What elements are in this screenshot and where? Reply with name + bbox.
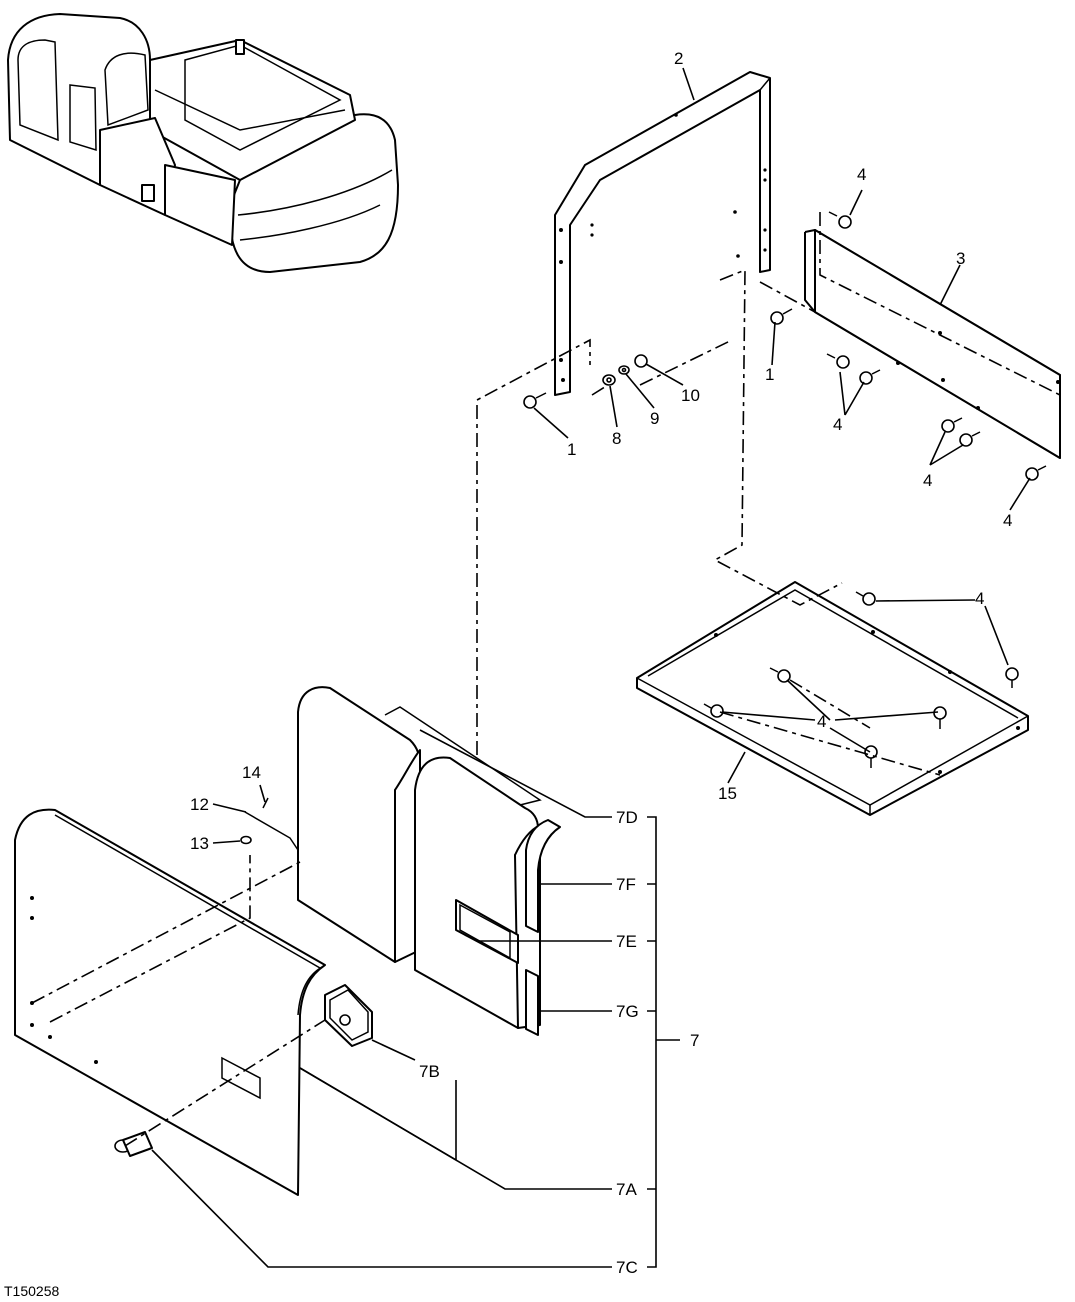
callout-4: 4 xyxy=(833,415,842,434)
callout-2: 2 xyxy=(674,49,683,68)
assembly-lines xyxy=(31,212,1061,1147)
frame-part-2 xyxy=(554,71,771,396)
door-panel-part-7a xyxy=(14,808,326,1196)
callout-10: 10 xyxy=(681,386,700,405)
bolt-icon xyxy=(941,417,963,433)
bolt-icon xyxy=(826,353,850,369)
callout-14: 14 xyxy=(242,763,261,782)
callout-13: 13 xyxy=(190,834,209,853)
nut-icon xyxy=(634,354,648,368)
side-plate-part-3 xyxy=(804,229,1061,459)
bolt-icon xyxy=(703,703,724,718)
callout-7e: 7E xyxy=(616,932,637,951)
callout-7f: 7F xyxy=(616,875,636,894)
callout-4: 4 xyxy=(1003,511,1012,530)
insulation-part-7e xyxy=(414,756,541,1029)
bolt-icon xyxy=(855,591,876,606)
leader-lines xyxy=(151,67,1031,1268)
callout-7b: 7B xyxy=(419,1062,440,1081)
bolt-icon xyxy=(828,211,852,229)
callout-1: 1 xyxy=(567,440,576,459)
callout-1: 1 xyxy=(765,365,774,384)
bolt-icon xyxy=(1025,465,1047,481)
washer-icon xyxy=(618,365,630,375)
latch-part-7b xyxy=(324,984,373,1047)
washer-icon xyxy=(602,374,616,386)
callout-4: 4 xyxy=(975,589,984,608)
callout-7c: 7C xyxy=(616,1258,638,1277)
callout-9: 9 xyxy=(650,409,659,428)
bolt-icon xyxy=(769,667,791,683)
callout-7d: 7D xyxy=(616,808,638,827)
callout-7: 7 xyxy=(690,1031,699,1050)
bolt-icon xyxy=(859,369,881,385)
callout-8: 8 xyxy=(612,429,621,448)
figure-code: T150258 xyxy=(4,1283,59,1299)
bolt-icon xyxy=(864,745,878,768)
latch-part-12 xyxy=(244,811,299,851)
washer-icon xyxy=(240,835,252,845)
callout-3: 3 xyxy=(956,249,965,268)
bolt-icon xyxy=(523,392,547,409)
bottom-plate-part-15 xyxy=(636,581,1029,816)
bolt-icon xyxy=(1005,667,1019,688)
bolt-icon xyxy=(770,308,793,325)
callout-7g: 7G xyxy=(616,1002,639,1021)
handle-part-7c xyxy=(114,1131,153,1157)
bolt-icon xyxy=(959,431,981,447)
insulation-part-7g xyxy=(525,969,539,1036)
callout-4: 4 xyxy=(857,165,866,184)
hardware xyxy=(240,211,1047,851)
excavator-overview xyxy=(7,13,399,273)
callout-7a: 7A xyxy=(616,1180,637,1199)
callout-labels: 2 3 4 1 1 8 9 10 4 4 4 4 4 15 14 12 13 7… xyxy=(190,49,1012,1277)
callout-4: 4 xyxy=(817,712,826,731)
callout-4: 4 xyxy=(923,471,932,490)
callout-12: 12 xyxy=(190,795,209,814)
pin-part-14 xyxy=(262,797,269,809)
callout-15: 15 xyxy=(718,784,737,803)
insulation-part-7f xyxy=(525,819,561,933)
